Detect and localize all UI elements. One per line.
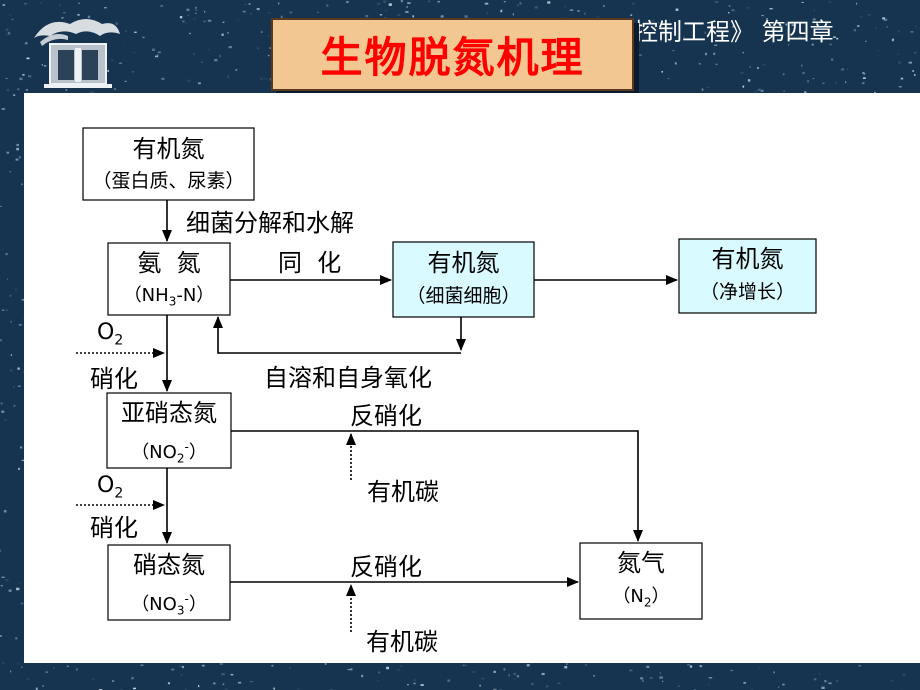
organic-carbon-label-1: 有机碳 — [367, 478, 439, 506]
organic-nitrogen-title: 有机氮 — [132, 135, 205, 163]
cell-organic-nitrogen-box — [392, 241, 535, 318]
page-title: 生物脱氮机理 — [320, 33, 585, 82]
nitrogen-gas-node: 氮气 （N2） — [580, 546, 702, 620]
nitrogen-gas-title: 氮气 — [617, 549, 665, 577]
organic-nitrogen-box — [82, 127, 255, 201]
organic-nitrogen-subtitle: （蛋白质、尿素） — [92, 170, 245, 192]
title-box: 生物脱氮机理 — [271, 18, 634, 91]
nitrate-nitrogen-node: 硝态氮 （NO3-） — [108, 548, 230, 628]
ammonia-nitrogen-node: 氨 氮 （NH3-N） — [108, 246, 230, 318]
organic-nitrogen-node: 有机氮 （蛋白质、尿素） — [83, 132, 254, 196]
cell-organic-nitrogen-node: 有机氮 （细菌细胞） — [393, 246, 534, 312]
net-growth-organic-nitrogen-box — [678, 238, 817, 314]
denitrification-label-1: 反硝化 — [350, 402, 422, 430]
assimilation-label: 同 化 — [278, 249, 342, 277]
ammonia-nitrogen-box — [107, 242, 231, 316]
net-growth-organic-nitrogen-title: 有机氮 — [711, 245, 784, 273]
oxygen-label-2: O2 — [97, 473, 124, 502]
chapter-header: 控制工程》 第四章 — [634, 14, 920, 50]
nitrification-label-2: 硝化 — [90, 514, 138, 542]
nitrite-nitrogen-box — [106, 392, 232, 469]
cell-organic-nitrogen-title: 有机氮 — [427, 249, 500, 277]
denitrification-label-2: 反硝化 — [350, 553, 422, 581]
autolysis-label: 自溶和自身氧化 — [264, 364, 432, 392]
nitrate-nitrogen-box — [107, 544, 231, 621]
oxygen-label-1: O2 — [97, 320, 124, 349]
dragon-book-logo-icon — [34, 19, 120, 88]
arrow-denitrification-1 — [231, 430, 643, 542]
nitrite-nitrogen-node: 亚硝态氮 （NO2-） — [107, 396, 231, 476]
nitrate-nitrogen-title: 硝态氮 — [133, 551, 205, 579]
net-growth-organic-nitrogen-node: 有机氮 （净增长） — [679, 242, 816, 308]
ammonia-nitrogen-title: 氨 氮 — [137, 249, 201, 277]
organic-carbon-label-2: 有机碳 — [366, 628, 438, 656]
ammonia-nitrogen-formula: （NH3-N） — [123, 285, 215, 309]
cell-organic-nitrogen-subtitle: （细菌细胞） — [406, 285, 521, 307]
decomposition-label: 细菌分解和水解 — [186, 209, 354, 237]
nitrogen-gas-box — [579, 542, 703, 620]
chapter-text: 控制工程》 第四章 — [634, 18, 834, 46]
arrow-autolysis-return — [213, 316, 461, 354]
nitrite-nitrogen-title: 亚硝态氮 — [121, 399, 217, 427]
nitrogen-gas-formula: （N2） — [612, 586, 670, 610]
nitrification-label-1: 硝化 — [90, 365, 138, 393]
nitrate-nitrogen-formula: （NO3-） — [131, 592, 207, 618]
nitrite-nitrogen-formula: （NO2-） — [131, 440, 207, 466]
net-growth-organic-nitrogen-subtitle: （净增长） — [699, 281, 795, 303]
